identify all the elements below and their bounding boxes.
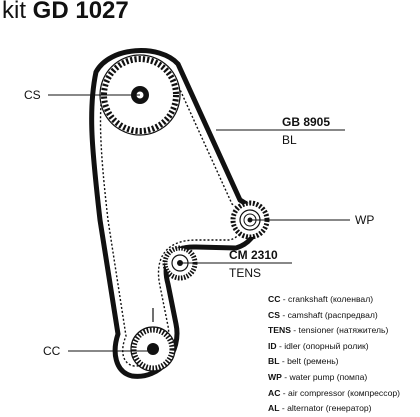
legend-item: AL - alternator (генератор): [268, 403, 372, 414]
legend-item: TENS - tensioner (натяжитель): [268, 325, 389, 336]
kit-prefix: kit: [2, 0, 26, 24]
legend-item: AC - air compressor (компрессор): [268, 387, 401, 398]
belt-code: GB 8905: [282, 115, 331, 129]
legend-item: BL - belt (ремень): [268, 356, 339, 367]
crankshaft-pulley: [130, 308, 176, 372]
kit-code: GD 1027: [32, 0, 129, 24]
cs-label: CS: [24, 88, 41, 102]
wp-label: WP: [355, 213, 375, 227]
kit-title: kit GD 1027: [2, 0, 129, 26]
timing-belt: [89, 48, 259, 379]
tensioner-type: TENS: [229, 266, 262, 280]
legend-item: CC - crankshaft (коленвал): [268, 294, 374, 304]
belt-type: BL: [282, 133, 297, 147]
legend-item: ID - idler (опорный ролик): [268, 340, 369, 351]
legend-item: WP - water pump (помпа): [268, 371, 368, 382]
legend-item: CS - camshaft (распредвал): [268, 309, 378, 320]
cc-label: CC: [43, 344, 61, 358]
tensioner-code: CM 2310: [229, 248, 278, 262]
legend: CC - crankshaft (коленвал) CS - camshaft…: [268, 292, 420, 417]
